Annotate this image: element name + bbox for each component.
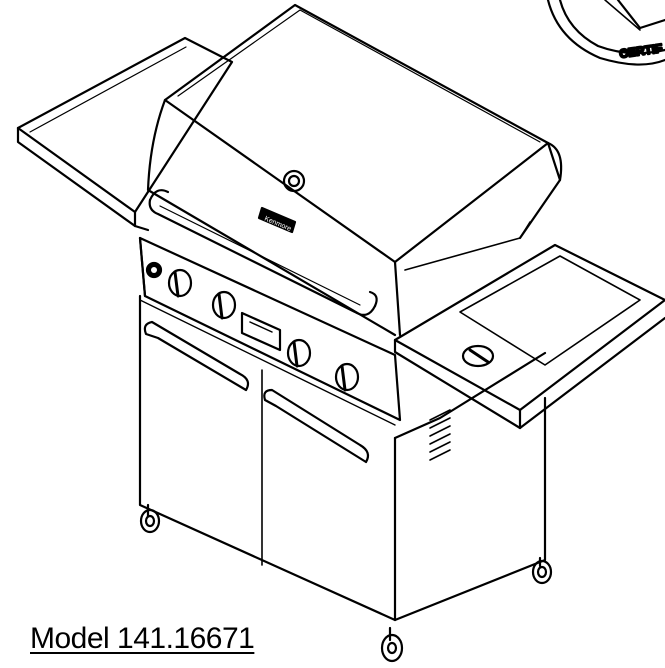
caster-front-right [380,626,404,663]
display-panel [240,311,282,352]
grill-lid [146,3,563,337]
burner-knob-3 [286,338,312,368]
model-label: Model 141.16671 [30,622,255,655]
right-door-handle [263,388,370,464]
certification-stamp: CERTIF [546,0,665,66]
left-door-handle [143,320,250,392]
lid-handle [148,189,378,317]
control-panel [138,236,402,422]
certification-stamp-text: CERTIF [618,41,663,61]
left-side-shelf [16,36,234,232]
igniter-button-icon [145,261,163,279]
caster-front-left [139,503,161,534]
temperature-gauge [282,169,306,193]
burner-knob-1 [167,268,193,298]
side-burner-knob [461,344,495,368]
burner-knob-4 [334,362,360,392]
side-vent [429,409,451,461]
cabinet-body [138,294,547,622]
right-side-burner-shelf [393,243,665,430]
caster-rear-right [531,556,553,585]
burner-knob-2 [211,290,237,320]
brand-badge: Kenmore [257,206,297,234]
